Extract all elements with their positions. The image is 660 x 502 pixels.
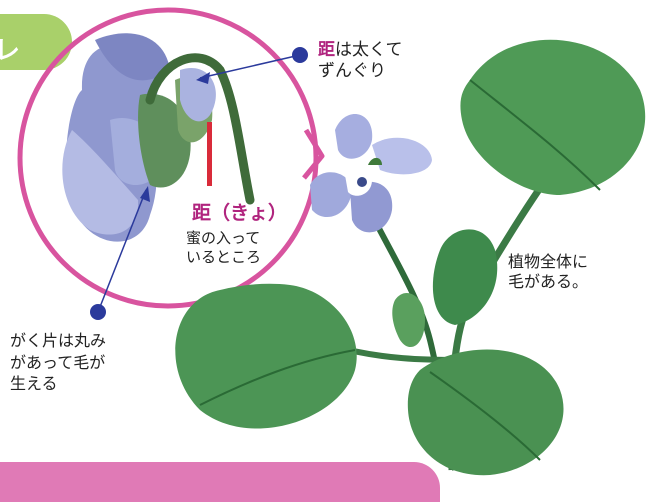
leaf-center bbox=[432, 229, 498, 325]
magnifier-circle bbox=[17, 7, 319, 309]
leaf-upper-right bbox=[460, 39, 646, 195]
hairs-description: 植物全体に 毛がある。 bbox=[508, 252, 588, 292]
magnified-flower bbox=[62, 33, 255, 242]
sepal-line1: がく片は丸み bbox=[10, 331, 107, 350]
spur-pointer-dot bbox=[292, 47, 308, 63]
spur-accent-text: 距 bbox=[318, 40, 335, 60]
nectar-line2: いるところ bbox=[186, 247, 262, 266]
leaf-bud bbox=[392, 292, 425, 348]
spur-pointer-arrow bbox=[196, 72, 210, 84]
sepal-pointer-line bbox=[97, 189, 147, 313]
leaf-lower-left bbox=[175, 283, 357, 429]
spur-text-line2: ずんぐり bbox=[318, 61, 386, 82]
kyo-title: 距（きょ） bbox=[192, 202, 288, 224]
sepal-description: がく片は丸み があって毛が 生える bbox=[10, 330, 106, 395]
violet-illustration bbox=[17, 7, 646, 476]
spur-text-line1: は太くて bbox=[335, 40, 403, 60]
tab-glyph: レ bbox=[0, 36, 21, 66]
bottom-band bbox=[0, 462, 440, 502]
violet-plant bbox=[175, 39, 646, 476]
sepal-line2: があって毛が bbox=[10, 352, 106, 372]
hairs-line1: 植物全体に bbox=[508, 252, 589, 271]
sepal-pointer-arrow bbox=[140, 186, 150, 202]
nectar-line1: 蜜の入って bbox=[186, 229, 261, 247]
magnifier-pointer bbox=[302, 128, 325, 180]
spur-pointer-line bbox=[199, 54, 301, 79]
sepal-line3: 生える bbox=[10, 374, 58, 394]
nectar-description: 蜜の入って いるところ bbox=[186, 229, 261, 267]
sepal-pointer-dot bbox=[90, 304, 106, 320]
hairs-line2: 毛がある。 bbox=[508, 272, 589, 291]
section-tab: レ bbox=[0, 14, 72, 70]
small-flower bbox=[310, 113, 432, 233]
spur-description: 距は太くて ずんぐり bbox=[318, 40, 403, 83]
